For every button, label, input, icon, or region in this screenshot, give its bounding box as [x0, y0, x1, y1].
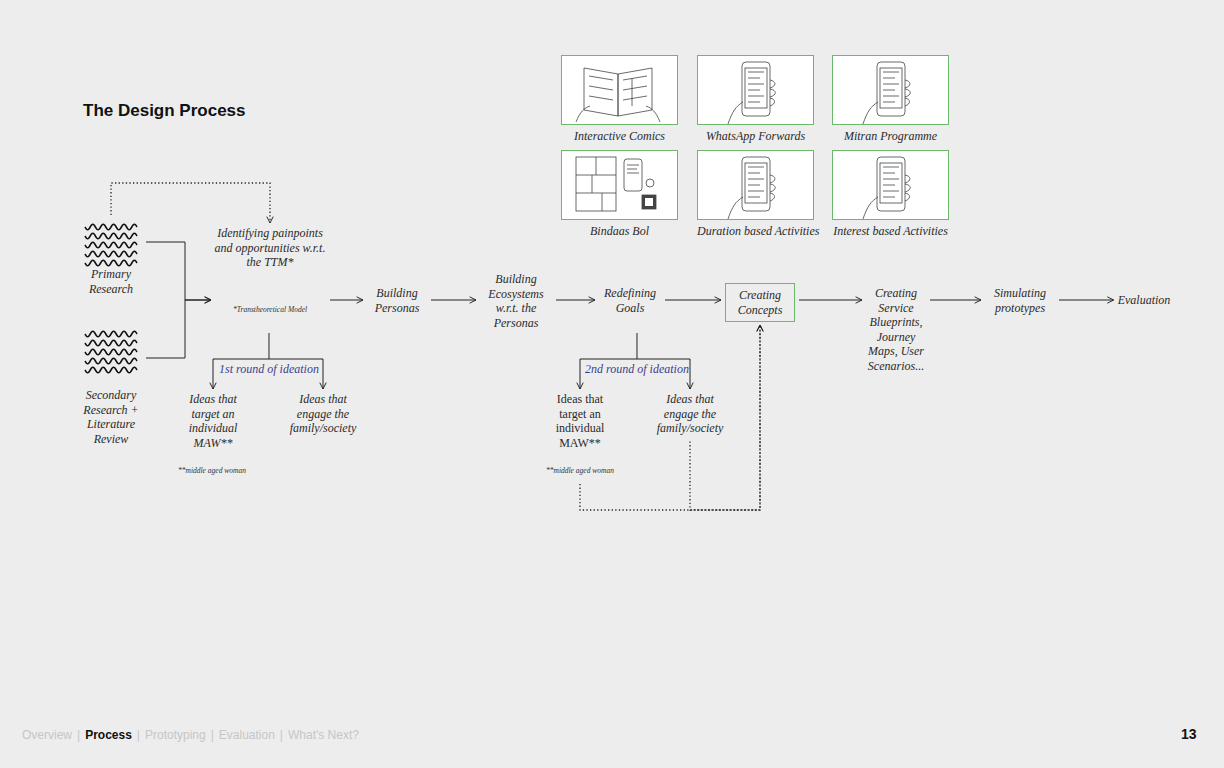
- idea-group: Ideas that target an individual MAW**: [184, 392, 242, 450]
- step-text: Ideas that target an individual MAW**: [551, 392, 609, 450]
- step-text: Redefining Goals: [599, 286, 661, 315]
- nav-item: Overview: [22, 728, 72, 742]
- flow-connector: [556, 300, 595, 301]
- concept-thumbnail: Mitran Programme: [832, 55, 949, 144]
- thumbnail-caption: Interest based Activities: [832, 224, 949, 239]
- research-source: Primary Research: [80, 221, 142, 296]
- step-text: Evaluation: [1118, 293, 1171, 308]
- step-text: Ideas that target an individual MAW**: [184, 392, 242, 450]
- idea-group: Ideas that target an individual MAW**: [551, 392, 609, 450]
- flow-connector: [636, 333, 637, 359]
- thumbnail-frame: [697, 150, 814, 220]
- step-text: Simulating prototypes: [985, 286, 1055, 315]
- idea-group: Ideas that engage the family/society: [650, 392, 730, 436]
- flow-connector: [146, 300, 211, 358]
- step-text: 1st round of ideation: [219, 362, 319, 377]
- nav-separator: |: [280, 728, 283, 742]
- flow-connector: [665, 300, 721, 301]
- research-source: Secondary Research + Literature Review: [80, 328, 142, 446]
- process-step: Identifying painpoints and opportunities…: [214, 226, 326, 270]
- process-step: Redefining Goals: [599, 286, 661, 315]
- step-text: Creating Service Blueprints, Journey Map…: [866, 286, 926, 373]
- flow-connector: [1059, 300, 1114, 301]
- step-text: 2nd round of ideation: [585, 362, 689, 377]
- ideation-round: 1st round of ideation: [219, 362, 319, 377]
- flow-connector: [111, 183, 270, 223]
- step-text: Ideas that engage the family/society: [283, 392, 363, 436]
- section-nav: Overview | Process | Prototyping | Evaluation |…: [22, 728, 359, 742]
- process-step: Simulating prototypes: [985, 286, 1055, 315]
- thumbnail-frame: [832, 150, 949, 220]
- step-text: Identifying painpoints and opportunities…: [214, 226, 326, 270]
- page-number: 13: [1181, 726, 1197, 742]
- thumbnail-frame: [697, 55, 814, 125]
- footnote: *Transtheoretical Model: [233, 305, 307, 314]
- concept-thumbnail: Interest based Activities: [832, 150, 949, 239]
- concept-thumbnail: WhatsApp Forwards: [697, 55, 814, 144]
- concept-box: Creating Concepts: [725, 283, 795, 322]
- process-step: Building Ecosystems w.r.t. the Personas: [480, 272, 552, 330]
- concept-thumbnail: Duration based Activities: [697, 150, 814, 239]
- sketch-illustration: [833, 56, 947, 124]
- thumbnail-caption: Bindaas Bol: [561, 224, 678, 239]
- nav-item: Evaluation: [219, 728, 275, 742]
- nav-item: Process: [85, 728, 132, 742]
- process-step: Building Personas: [367, 286, 427, 315]
- thumbnail-caption: Mitran Programme: [832, 129, 949, 144]
- flow-connector: [146, 242, 211, 300]
- thumbnail-frame: [561, 150, 678, 220]
- flow-connector: [431, 300, 476, 301]
- nav-item: Prototyping: [145, 728, 206, 742]
- process-step: Creating Service Blueprints, Journey Map…: [866, 286, 926, 373]
- thumbnail-caption: Duration based Activities: [697, 224, 814, 239]
- footnote: **middle aged woman: [178, 466, 246, 475]
- thumbnail-frame: [832, 55, 949, 125]
- step-text: Building Personas: [367, 286, 427, 315]
- flow-connector: [330, 300, 363, 301]
- nav-separator: |: [77, 728, 80, 742]
- sketch-illustration: [562, 151, 676, 219]
- diagram-title: The Design Process: [83, 101, 246, 121]
- thumbnail-caption: WhatsApp Forwards: [697, 129, 814, 144]
- sketch-illustration: [698, 56, 812, 124]
- step-text: Ideas that engage the family/society: [650, 392, 730, 436]
- flow-connector: [930, 300, 981, 301]
- thumbnail-caption: Interactive Comics: [561, 129, 678, 144]
- sketch-illustration: [698, 151, 812, 219]
- step-text: Creating Concepts: [732, 288, 788, 317]
- wave-icon: [85, 331, 137, 372]
- nav-separator: |: [211, 728, 214, 742]
- nav-item: What's Next?: [288, 728, 359, 742]
- step-text: Secondary Research + Literature Review: [80, 388, 142, 446]
- step-text: Building Ecosystems w.r.t. the Personas: [480, 272, 552, 330]
- flow-connector: [799, 300, 862, 301]
- step-text: Primary Research: [80, 267, 142, 296]
- wave-icon: [85, 224, 137, 265]
- ideation-round: 2nd round of ideation: [585, 362, 689, 377]
- concept-thumbnail: Interactive Comics: [561, 55, 678, 144]
- sketch-illustration: [562, 56, 676, 124]
- idea-group: Ideas that engage the family/society: [283, 392, 363, 436]
- flow-connector: [580, 325, 760, 510]
- process-step: Evaluation: [1118, 293, 1171, 308]
- sketch-illustration: [833, 151, 947, 219]
- flow-connector: [268, 333, 269, 359]
- concept-thumbnail: Bindaas Bol: [561, 150, 678, 239]
- nav-separator: |: [137, 728, 140, 742]
- footnote: **middle aged woman: [546, 466, 614, 475]
- thumbnail-frame: [561, 55, 678, 125]
